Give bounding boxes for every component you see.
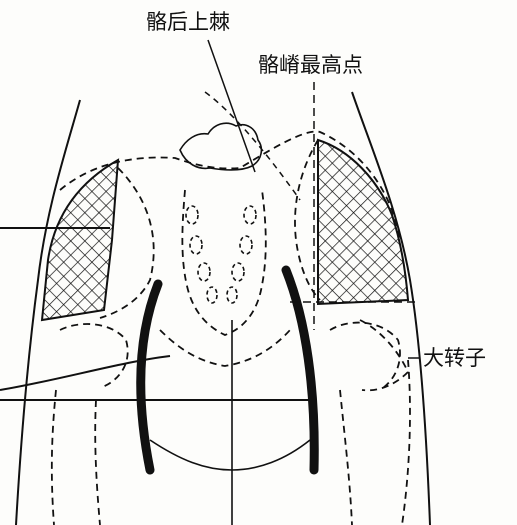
right-femur-inner: [402, 360, 410, 525]
right-hatched-region: [318, 140, 408, 304]
right-acetabulum: [330, 323, 400, 390]
sacrum-outline: [182, 190, 265, 335]
sacral-foramen: [227, 287, 237, 303]
right-femur-outer: [340, 390, 352, 525]
sacral-foramen: [244, 206, 256, 224]
sacral-foramen: [240, 236, 252, 254]
lower-buttock-contour: [150, 440, 310, 470]
sacral-foramen: [186, 206, 198, 224]
left-gluteal-curve: [141, 284, 158, 470]
greater-trochanter-label: 大转子: [423, 348, 486, 369]
sacral-foramen: [190, 236, 202, 254]
right-ilium-inner: [295, 140, 320, 300]
psis-label: 骼后上棘: [146, 12, 230, 33]
lumbar-vertebra: [180, 123, 261, 170]
psis-diagonal: [205, 92, 300, 200]
left-femur-inner: [95, 400, 100, 525]
sacral-foramen: [198, 263, 210, 281]
iliac-crest-highest-point-label: 骼嵴最高点: [258, 55, 363, 76]
right-gluteal-curve: [286, 270, 314, 470]
sacral-foramina: [186, 206, 256, 303]
sacral-foramen: [232, 263, 244, 281]
right-body-contour: [352, 92, 430, 525]
sacral-foramen: [207, 287, 217, 303]
psis-leader: [208, 40, 255, 172]
left-acetabulum: [60, 324, 128, 388]
left-hatched-region: [42, 160, 118, 320]
left-femur-outer: [52, 390, 56, 525]
